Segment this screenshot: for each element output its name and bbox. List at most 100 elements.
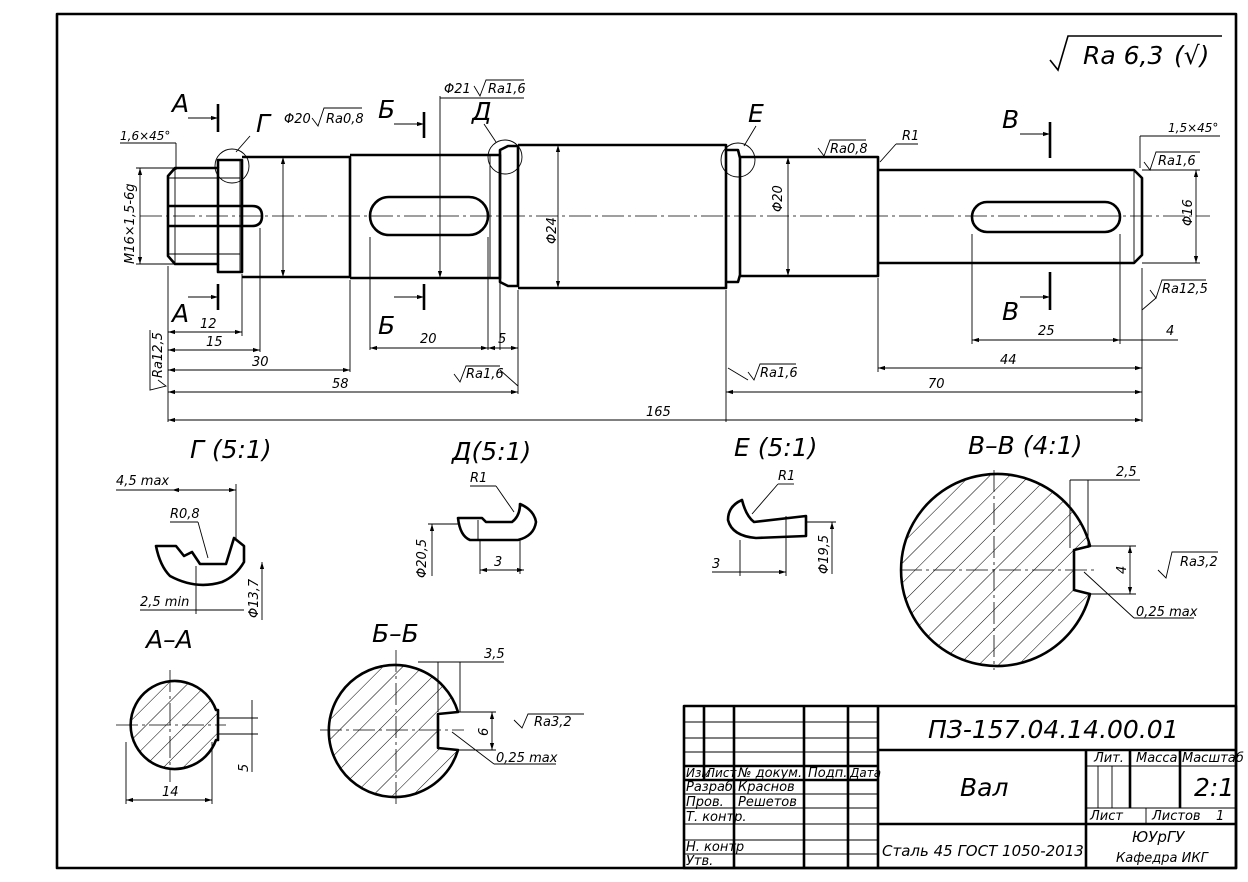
detail-circle-e xyxy=(720,142,756,178)
svg-text:В: В xyxy=(1002,105,1019,134)
svg-text:Решетов: Решетов xyxy=(738,795,797,810)
svg-text:30: 30 xyxy=(252,355,269,370)
svg-text:Ra0,8: Ra0,8 xyxy=(830,142,868,157)
svg-text:2,5 min: 2,5 min xyxy=(140,595,189,610)
svg-text:А: А xyxy=(170,299,189,328)
svg-text:Φ20: Φ20 xyxy=(771,185,786,212)
svg-text:Масса: Масса xyxy=(1136,751,1177,766)
svg-text:3: 3 xyxy=(712,557,720,572)
section-bb: Б–Б 3,5 6 Ra3,2 0,25 max xyxy=(320,619,584,804)
svg-text:3: 3 xyxy=(494,555,502,570)
svg-text:M16×1,5-6g: M16×1,5-6g xyxy=(123,183,138,264)
svg-text:R1: R1 xyxy=(902,129,919,144)
section-bb-title: Б–Б xyxy=(372,619,419,648)
svg-text:R0,8: R0,8 xyxy=(170,507,200,522)
svg-text:70: 70 xyxy=(928,377,945,392)
svg-text:Лит.: Лит. xyxy=(1093,751,1124,766)
svg-text:0,25 max: 0,25 max xyxy=(496,751,558,766)
svg-text:Н. контр: Н. контр xyxy=(686,840,744,855)
part-name: Вал xyxy=(960,773,1008,802)
detail-e: Е (5:1) R1 3 Φ19,5 xyxy=(712,433,836,576)
svg-text:3,5: 3,5 xyxy=(484,647,505,662)
svg-text:1: 1 xyxy=(1216,809,1224,824)
svg-text:Ra3,2: Ra3,2 xyxy=(1180,555,1218,570)
svg-text:58: 58 xyxy=(332,377,349,392)
svg-text:Φ21: Φ21 xyxy=(444,82,471,97)
svg-text:Φ13,7: Φ13,7 xyxy=(247,578,262,618)
svg-text:2,5: 2,5 xyxy=(1116,465,1137,480)
section-aa: А–А 5 14 xyxy=(116,625,258,804)
section-vv-title: В–В (4:1) xyxy=(968,431,1083,460)
svg-text:Ra3,2: Ra3,2 xyxy=(534,715,572,730)
svg-text:Разраб.: Разраб. xyxy=(686,780,737,795)
svg-text:Ra12,5: Ra12,5 xyxy=(1162,282,1208,297)
svg-text:В: В xyxy=(1002,297,1019,326)
svg-text:15: 15 xyxy=(206,335,223,350)
section-aa-title: А–А xyxy=(144,625,193,654)
svg-text:Г: Г xyxy=(256,109,272,138)
svg-text:R1: R1 xyxy=(778,469,795,484)
svg-text:0,25 max: 0,25 max xyxy=(1136,605,1198,620)
svg-text:6: 6 xyxy=(477,728,492,736)
svg-text:Д: Д xyxy=(471,97,492,126)
svg-text:А: А xyxy=(170,89,189,118)
svg-text:Φ16: Φ16 xyxy=(1181,199,1196,226)
svg-text:Утв.: Утв. xyxy=(686,854,713,869)
general-roughness-mark: Ra 6,3 (√) xyxy=(1049,35,1222,72)
svg-text:Листов: Листов xyxy=(1151,809,1201,824)
svg-text:Ra1,6: Ra1,6 xyxy=(466,367,504,382)
general-roughness-suffix: (√) xyxy=(1174,41,1209,70)
svg-text:4: 4 xyxy=(1166,324,1174,339)
keyway-left xyxy=(368,195,490,237)
title-block: ПЗ-157.04.14.00.01 Вал Сталь 45 ГОСТ 105… xyxy=(682,704,1244,870)
section-vv: В–В (4:1) 2,5 4 Ra3,2 0,25 max xyxy=(899,431,1218,670)
detail-d: Д(5:1) R1 Φ20,5 3 xyxy=(415,437,538,578)
svg-text:5: 5 xyxy=(237,764,252,772)
svg-text:20: 20 xyxy=(420,332,437,347)
main-dimensions: 1,6×45° 1,5×45° M16×1,5-6g Φ20 Ra0,8 Φ21… xyxy=(120,79,1220,423)
shaft-main-view xyxy=(140,143,1210,290)
general-roughness-text: Ra 6,3 xyxy=(1083,41,1163,70)
material-spec: Сталь 45 ГОСТ 1050-2013 xyxy=(882,842,1084,860)
svg-text:4,5 max: 4,5 max xyxy=(116,474,169,489)
department: Кафедра ИКГ xyxy=(1116,851,1210,866)
svg-text:Краснов: Краснов xyxy=(738,780,795,795)
svg-text:Φ20,5: Φ20,5 xyxy=(415,539,430,578)
svg-text:Т. контр.: Т. контр. xyxy=(686,810,746,825)
drawing-scale: 2:1 xyxy=(1194,773,1234,802)
svg-text:Ra1,6: Ra1,6 xyxy=(760,366,798,381)
organization: ЮУрГУ xyxy=(1132,828,1185,846)
svg-text:25: 25 xyxy=(1038,324,1055,339)
svg-text:14: 14 xyxy=(162,785,179,800)
svg-text:Е: Е xyxy=(748,99,764,128)
svg-text:R1: R1 xyxy=(470,471,487,486)
svg-text:Изм: Изм xyxy=(686,766,710,780)
svg-text:Φ24: Φ24 xyxy=(545,217,560,244)
svg-text:44: 44 xyxy=(1000,353,1017,368)
svg-text:Дата: Дата xyxy=(849,766,881,780)
svg-text:Пров.: Пров. xyxy=(686,795,724,810)
keyway-right xyxy=(970,200,1122,234)
svg-text:Ra1,6: Ra1,6 xyxy=(488,82,526,97)
svg-text:Б: Б xyxy=(378,311,395,340)
svg-text:Ra1,6: Ra1,6 xyxy=(1158,154,1196,169)
detail-d-title: Д(5:1) xyxy=(451,437,531,466)
svg-text:Ra12,5: Ra12,5 xyxy=(151,332,166,378)
svg-text:1,5×45°: 1,5×45° xyxy=(1168,121,1218,135)
svg-text:Лист: Лист xyxy=(705,766,737,780)
section-marks: А А Б Б В В Г Д Е xyxy=(170,89,1052,340)
svg-text:1,6×45°: 1,6×45° xyxy=(120,129,170,143)
svg-text:5: 5 xyxy=(498,332,506,347)
svg-text:Лист: Лист xyxy=(1089,809,1123,824)
svg-text:Подп.: Подп. xyxy=(808,766,847,781)
detail-g: Г (5:1) 4,5 max R0,8 2,5 min Φ13,7 xyxy=(116,435,272,620)
shaft-max-diameter xyxy=(518,143,728,290)
svg-text:Ra0,8: Ra0,8 xyxy=(326,112,364,127)
svg-text:Б: Б xyxy=(378,95,395,124)
svg-text:165: 165 xyxy=(646,405,671,420)
svg-text:12: 12 xyxy=(200,317,217,332)
svg-text:Φ20: Φ20 xyxy=(284,112,311,127)
svg-text:4: 4 xyxy=(1115,566,1130,574)
drawing-frame xyxy=(55,12,1238,870)
